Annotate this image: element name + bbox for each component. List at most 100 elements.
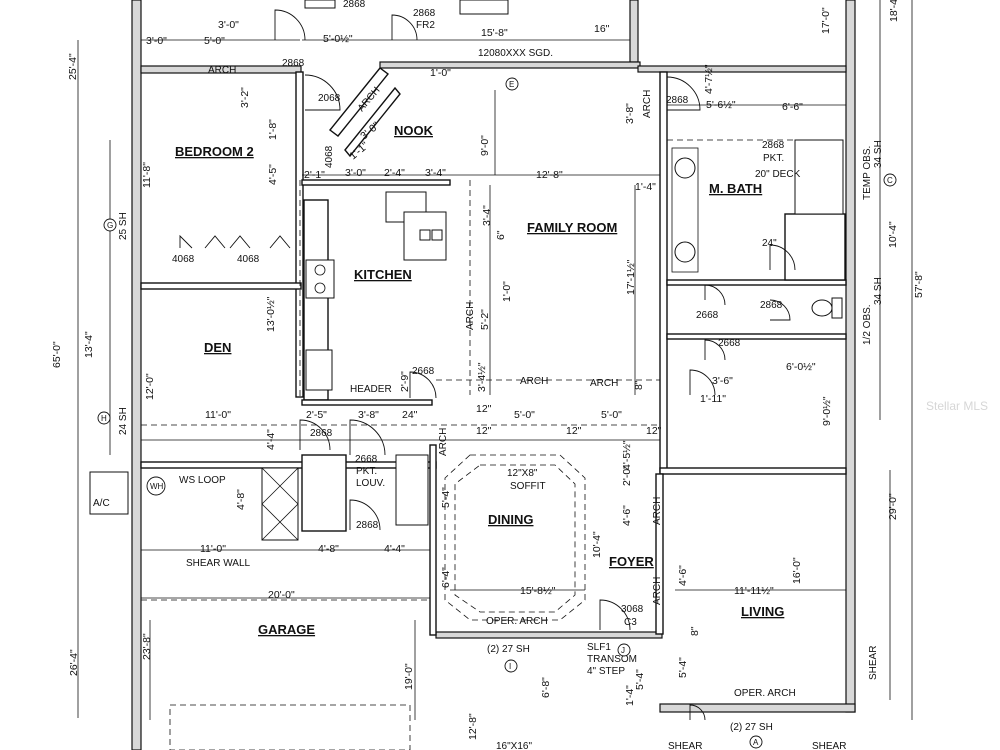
label-24in: 24" — [762, 238, 777, 249]
dim-2-1: 2'-1" — [304, 169, 325, 181]
dim-29-0: 29'-0" — [887, 493, 899, 520]
marker-j-circle — [617, 643, 631, 657]
dim-15-8-b: 15'-8½" — [520, 585, 556, 597]
dim-9-0: 9'-0" — [479, 135, 491, 156]
bedroom2-east-wall — [295, 71, 304, 398]
dim-11-0: 11'-0" — [205, 409, 231, 421]
marker-h: H — [101, 414, 107, 423]
label-header: HEADER — [350, 384, 392, 395]
label-temp-obs: TEMP OBS. — [862, 146, 873, 200]
dim-25-4: 25'-4" — [67, 53, 79, 80]
dim-6in: 6" — [495, 230, 507, 240]
label-24-sh: 24 SH — [118, 407, 129, 435]
dim-3-0-d: 3'-0" — [345, 167, 366, 179]
label-door-laundry: 2868 — [356, 520, 379, 531]
dim-5-2: 5'-2" — [479, 309, 491, 330]
label-arch-dining: ARCH — [438, 428, 449, 456]
laundry-shelves — [395, 454, 429, 526]
west-exterior-wall — [131, 0, 142, 750]
dim-8in-b: 8" — [689, 626, 701, 636]
dim-2-0: 2'-0" — [621, 465, 633, 486]
label-door-kitchen: 2668 — [412, 366, 435, 377]
dim-1-0: 1'-0" — [430, 67, 451, 79]
vanity-sink-2 — [674, 241, 696, 263]
dim-3-6: 3'-6" — [712, 375, 733, 387]
label-door-closet-b: 2668 — [718, 338, 741, 349]
garage-door-outline — [169, 704, 411, 750]
refrigerator — [305, 349, 333, 391]
label-fr2: FR2 — [416, 20, 435, 31]
dim-3-4-b: 3'-4" — [481, 205, 493, 226]
dashed-features — [141, 139, 846, 750]
dim-2-4: 2'-4" — [384, 167, 405, 179]
shower-enclosure — [784, 213, 846, 281]
burner-1 — [314, 264, 326, 276]
room-label-nook: NOOK — [394, 123, 434, 138]
closet-top-wall — [666, 333, 847, 340]
label-pantry-door: 2668 — [355, 454, 378, 465]
mbath-top-wall — [637, 65, 847, 73]
dim-6-6: 6'-6" — [782, 101, 803, 113]
label-slf1: SLF1 — [587, 642, 611, 653]
label-transom: TRANSOM — [587, 654, 637, 665]
east-exterior-wall — [845, 0, 856, 713]
label-door-4068-vertical: 4068 — [324, 145, 335, 168]
label-door-mbath: 2868 — [762, 140, 785, 151]
dim-57-8: 57'-8" — [913, 271, 925, 298]
marker-g: G — [107, 221, 113, 230]
rear-wall-segment — [629, 0, 639, 63]
dim-1-4-b: 1'-4" — [624, 685, 636, 706]
dining-soffit-outline — [444, 454, 586, 621]
label-shear-bottom-2: SHEAR — [812, 741, 846, 750]
dim-12-8: 12'-8" — [536, 169, 563, 181]
marker-i-circle — [504, 659, 518, 673]
dim-10-4: 10'-4" — [887, 221, 899, 248]
den-top-wall — [140, 282, 302, 290]
dining-west-wall — [429, 444, 437, 636]
label-deck: 20" DECK — [755, 169, 801, 180]
dim-18-4: 18'-4" — [888, 0, 900, 22]
dim-4-8: 4'-8" — [235, 489, 247, 510]
dim-19-0: 19'-0" — [403, 663, 415, 690]
sgd-wall — [379, 61, 641, 69]
label-soffit-size: 12"X8" — [507, 468, 538, 479]
nook-angled-wall — [328, 67, 401, 158]
dim-13-4: 13'-4" — [83, 331, 95, 358]
label-column-size: 16"X16" — [496, 741, 532, 750]
kitchen-bottom-wall — [301, 399, 433, 406]
foyer-east-wall — [655, 473, 664, 635]
dim-5-6: 5'-6½" — [706, 99, 736, 111]
fireplace — [459, 0, 509, 15]
label-door-wc: 2868 — [760, 300, 783, 311]
pantry-box — [301, 454, 347, 532]
dim-10-4-b: 10'-4" — [591, 531, 603, 558]
dim-4-8-b: 4'-8" — [318, 543, 339, 555]
vanity-counter — [671, 147, 699, 273]
label-ac: A/C — [93, 498, 110, 509]
marker-j: J — [621, 646, 625, 655]
section-markers: E G H C I J A — [97, 77, 897, 749]
label-arch-bedroom: ARCH — [208, 65, 236, 76]
door-swings — [179, 9, 796, 721]
dim-13-0: 13'-0½" — [265, 296, 277, 332]
dim-1-8: 1'-8" — [267, 119, 279, 140]
room-labels: BEDROOM 2 NOOK FAMILY ROOM KITCHEN M. BA… — [175, 123, 784, 637]
dim-20-0: 20'-0" — [268, 589, 295, 601]
label-arch-family-2: ARCH — [590, 378, 618, 389]
dim-12in-d: 12" — [646, 425, 662, 437]
room-label-foyer: FOYER — [609, 554, 654, 569]
dim-9-0-b: 9'-0½" — [821, 396, 833, 426]
dim-5-4: 5'-4" — [440, 487, 452, 508]
room-label-family-room: FAMILY ROOM — [527, 220, 617, 235]
room-label-den: DEN — [204, 340, 231, 355]
label-door-closet-a: 2668 — [696, 310, 719, 321]
dim-2-5: 2'-5" — [306, 409, 327, 421]
dim-4-7: 4'-7½" — [703, 64, 715, 94]
dim-4-4-b: 4'-4" — [384, 543, 405, 555]
label-door-fr2: 2868 — [413, 8, 436, 19]
dim-1-0-b: 1'-0" — [501, 281, 513, 302]
living-bottom-wall — [659, 703, 856, 713]
label-34-sh-b: 34 SH — [873, 277, 884, 305]
label-25-sh: 25 SH — [118, 212, 129, 240]
